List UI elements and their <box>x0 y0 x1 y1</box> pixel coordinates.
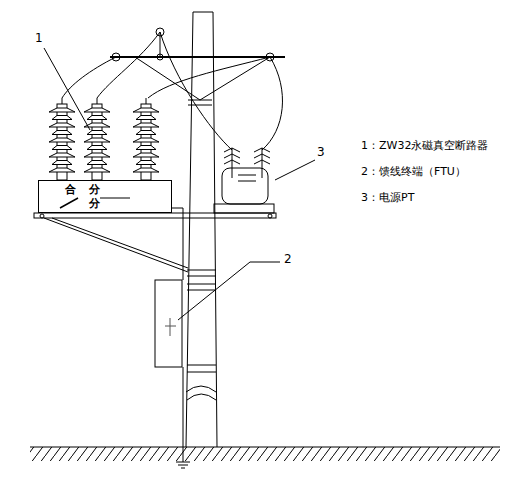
pt-base <box>214 204 274 213</box>
bushing-shed <box>49 153 75 157</box>
bushing-terminal <box>97 98 98 104</box>
leader-line <box>44 48 90 130</box>
bushing-shed <box>133 108 159 112</box>
platform <box>34 213 276 218</box>
bushing-shed <box>52 131 72 135</box>
bushing-shed <box>87 146 107 150</box>
callout-number: 2 <box>283 253 293 266</box>
bushing-shed <box>49 138 75 142</box>
bushing-shed <box>133 168 159 172</box>
bushing-shed <box>87 116 107 120</box>
bushing-shed <box>133 138 159 142</box>
switch-mark: 分 <box>89 198 100 210</box>
ftu-cabinet <box>155 280 182 367</box>
pt-body <box>222 168 268 204</box>
legend-note: 1：ZW32永磁真空断路器 <box>360 140 489 152</box>
bushing-shed <box>136 161 156 165</box>
ground-symbol <box>176 462 190 468</box>
pin-insulator <box>157 54 163 60</box>
callout-number: 1 <box>34 32 44 45</box>
bushing-shed <box>52 116 72 120</box>
lead-wire <box>97 32 160 98</box>
bushing-shed <box>49 123 75 127</box>
platform-brace <box>44 218 188 272</box>
pole-clamp <box>187 100 216 372</box>
bushing-shed <box>52 146 72 150</box>
bushing-shed <box>133 153 159 157</box>
indicator-slot <box>100 198 130 199</box>
pt-insulator-group <box>224 148 270 168</box>
lead-wire <box>148 57 270 98</box>
pt-insulator-core <box>232 148 233 168</box>
bushing-shed <box>49 168 75 172</box>
bushing-terminal <box>146 98 147 104</box>
bushing-shed <box>84 153 110 157</box>
ftu-mark <box>165 318 176 336</box>
operating-lever <box>60 198 78 208</box>
pt-detail <box>232 168 262 181</box>
pt-insulator-core <box>262 148 263 168</box>
switch-mark: 分 <box>89 184 100 196</box>
lead-wire <box>62 57 116 98</box>
bushing-group <box>49 98 159 180</box>
ground-wire <box>172 208 183 462</box>
bushing-shed <box>136 116 156 120</box>
bushing-shed <box>87 161 107 165</box>
bushing-shed <box>133 123 159 127</box>
breaker-box: 合分分 <box>38 180 172 213</box>
bushing-shed <box>52 161 72 165</box>
bushing-shed <box>136 146 156 150</box>
crossarm-brace <box>135 32 270 100</box>
bushing-shed <box>136 131 156 135</box>
legend-note: 2：馈线终端（FTU） <box>360 166 467 178</box>
bolt <box>40 214 44 218</box>
bushing-shed <box>84 138 110 142</box>
leader-line <box>275 160 315 180</box>
bushing-shed <box>87 131 107 135</box>
ground-line <box>30 447 500 448</box>
leader-line <box>178 262 280 320</box>
switch-mark: 合 <box>65 184 76 196</box>
lead-wire <box>160 32 232 150</box>
callout-number: 3 <box>316 146 326 159</box>
legend-note: 3：电源PT <box>360 192 415 204</box>
pole-break <box>186 386 216 400</box>
bushing-terminal <box>62 98 63 104</box>
ground-hatch <box>30 447 500 461</box>
bolt <box>268 214 272 218</box>
lead-wire <box>262 57 282 150</box>
bushing-shed <box>49 108 75 112</box>
bushing-shed <box>84 108 110 112</box>
pole <box>186 12 217 447</box>
bushing-shed <box>84 168 110 172</box>
